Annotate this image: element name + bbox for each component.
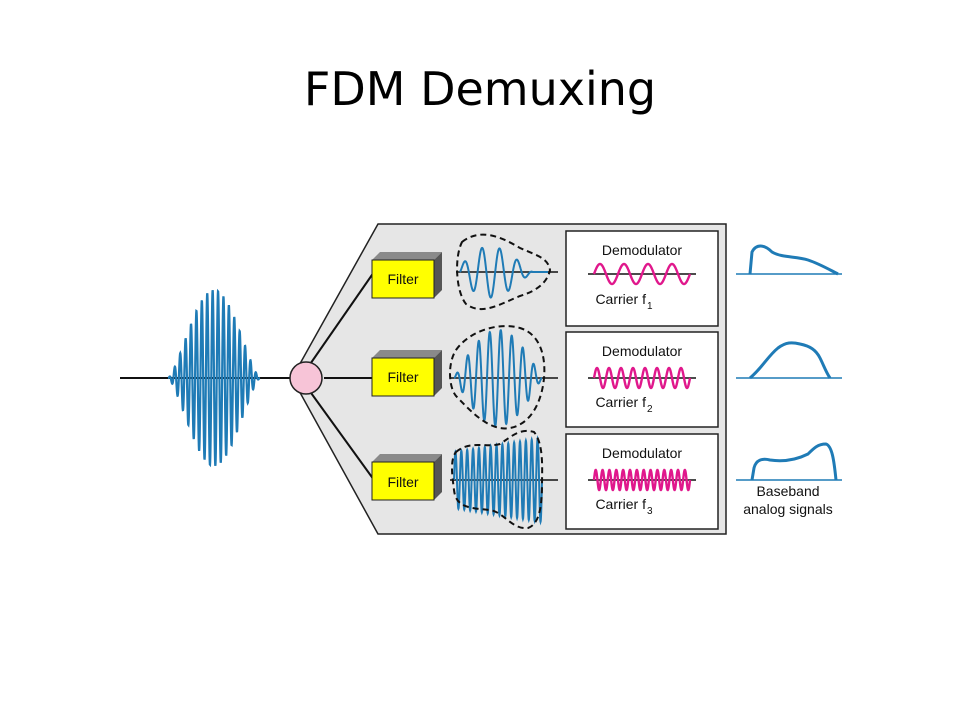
baseband-output-1 — [736, 244, 842, 276]
demodulator-2-title: Demodulator — [602, 343, 682, 359]
filter-3-label: Filter — [387, 474, 418, 490]
demodulator-1-title: Demodulator — [602, 242, 682, 258]
demodulator-3-title: Demodulator — [602, 445, 682, 461]
carrier-2-label: Carrier f — [595, 394, 646, 410]
filter-2-label: Filter — [387, 369, 418, 385]
carrier-2-subscript: 2 — [647, 404, 653, 415]
baseband-label-line1: Baseband — [756, 483, 819, 499]
baseband-output-2 — [736, 341, 842, 380]
carrier-3-label: Carrier f — [595, 496, 646, 512]
slide-title: FDM Demuxing — [303, 62, 657, 116]
baseband-output-3 — [736, 442, 842, 481]
filter-1-label: Filter — [387, 271, 418, 287]
waveform — [592, 366, 692, 390]
demodulator-3: Demodulator Carrier f 3 — [565, 433, 719, 530]
filter-3: Filter — [371, 454, 442, 501]
waveform — [453, 328, 543, 428]
filtered-signal-2 — [449, 325, 558, 430]
demodulator-1: Demodulator Carrier f 1 — [565, 230, 719, 327]
split-junction — [289, 361, 323, 395]
branch-line-bottom — [305, 385, 375, 481]
filter-2: Filter — [371, 350, 442, 397]
filter-1: Filter — [371, 252, 442, 299]
branch-line-top — [305, 271, 375, 371]
baseband-label-line2: analog signals — [743, 501, 833, 517]
carrier-3-subscript: 3 — [647, 506, 653, 517]
waveform — [592, 262, 692, 286]
waveform — [459, 246, 548, 299]
waveform — [167, 288, 261, 468]
demodulator-2: Demodulator Carrier f 2 — [565, 331, 719, 428]
carrier-1-label: Carrier f — [595, 291, 646, 307]
filtered-signal-3 — [450, 430, 558, 530]
filtered-signal-1 — [456, 233, 558, 310]
multiplexed-input-signal — [167, 288, 261, 468]
waveform — [453, 435, 543, 526]
carrier-1-subscript: 1 — [647, 301, 653, 312]
waveform — [592, 468, 692, 492]
